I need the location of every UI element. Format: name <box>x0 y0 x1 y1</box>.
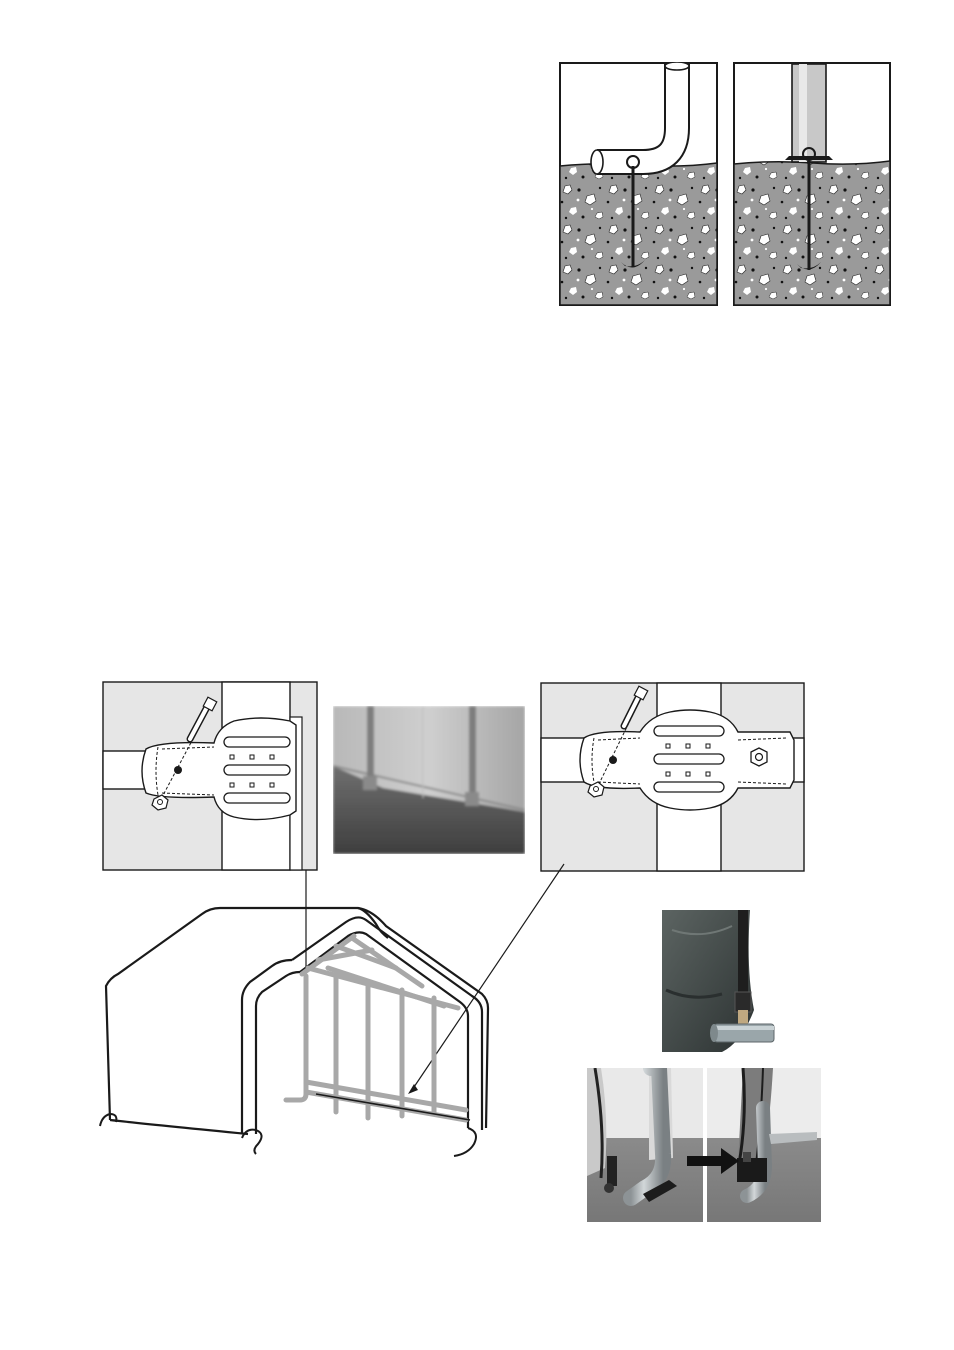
ratchet-steps-photo-figure <box>587 1068 821 1222</box>
ratchet-steps-photo <box>587 1068 821 1222</box>
shelter-frame-icon <box>96 858 576 1158</box>
ratchet-strap-photo <box>662 910 786 1052</box>
ground-anchor-bent-pipe-figure <box>559 62 718 306</box>
corner-bracket-figure <box>102 681 318 871</box>
frame-base-photo <box>333 706 525 854</box>
ground-anchor-straight-pipe-icon <box>733 62 891 306</box>
ratchet-strap-photo-figure <box>662 910 786 1052</box>
shelter-frame-figure <box>96 858 576 1158</box>
frame-base-photo-figure <box>333 706 525 854</box>
cross-bracket-figure <box>540 682 805 872</box>
ground-anchor-straight-pipe-figure <box>733 62 891 306</box>
ground-anchor-bent-pipe-icon <box>559 62 718 306</box>
cross-bracket-icon <box>540 682 805 872</box>
corner-bracket-icon <box>102 681 318 871</box>
